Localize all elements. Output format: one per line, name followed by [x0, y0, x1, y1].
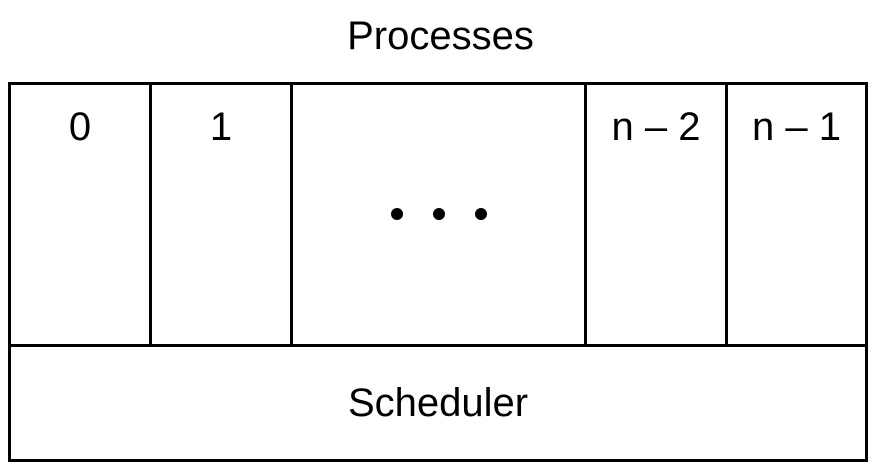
process-label: 1 — [209, 105, 233, 149]
scheduler-diagram: 0 1 n – 2 n – 1 Scheduler — [8, 82, 868, 462]
process-label: 0 — [68, 105, 92, 149]
process-row: 0 1 n – 2 n – 1 — [11, 85, 865, 347]
process-cell-n-minus-2: n – 2 — [587, 85, 728, 344]
ellipsis-dot — [432, 208, 445, 220]
process-cell-ellipsis — [293, 85, 587, 344]
process-cell-n-minus-1: n – 1 — [728, 85, 865, 344]
ellipsis-dot — [474, 208, 487, 220]
scheduler-label: Scheduler — [347, 381, 529, 425]
ellipsis — [293, 183, 584, 231]
process-cell-1: 1 — [152, 85, 293, 344]
process-label: n – 2 — [611, 105, 701, 149]
ellipsis-dot — [390, 208, 403, 220]
scheduler-box: Scheduler — [11, 347, 865, 459]
process-label: n – 1 — [752, 105, 841, 149]
process-cell-0: 0 — [11, 85, 152, 344]
processes-title: Processes — [347, 14, 534, 58]
